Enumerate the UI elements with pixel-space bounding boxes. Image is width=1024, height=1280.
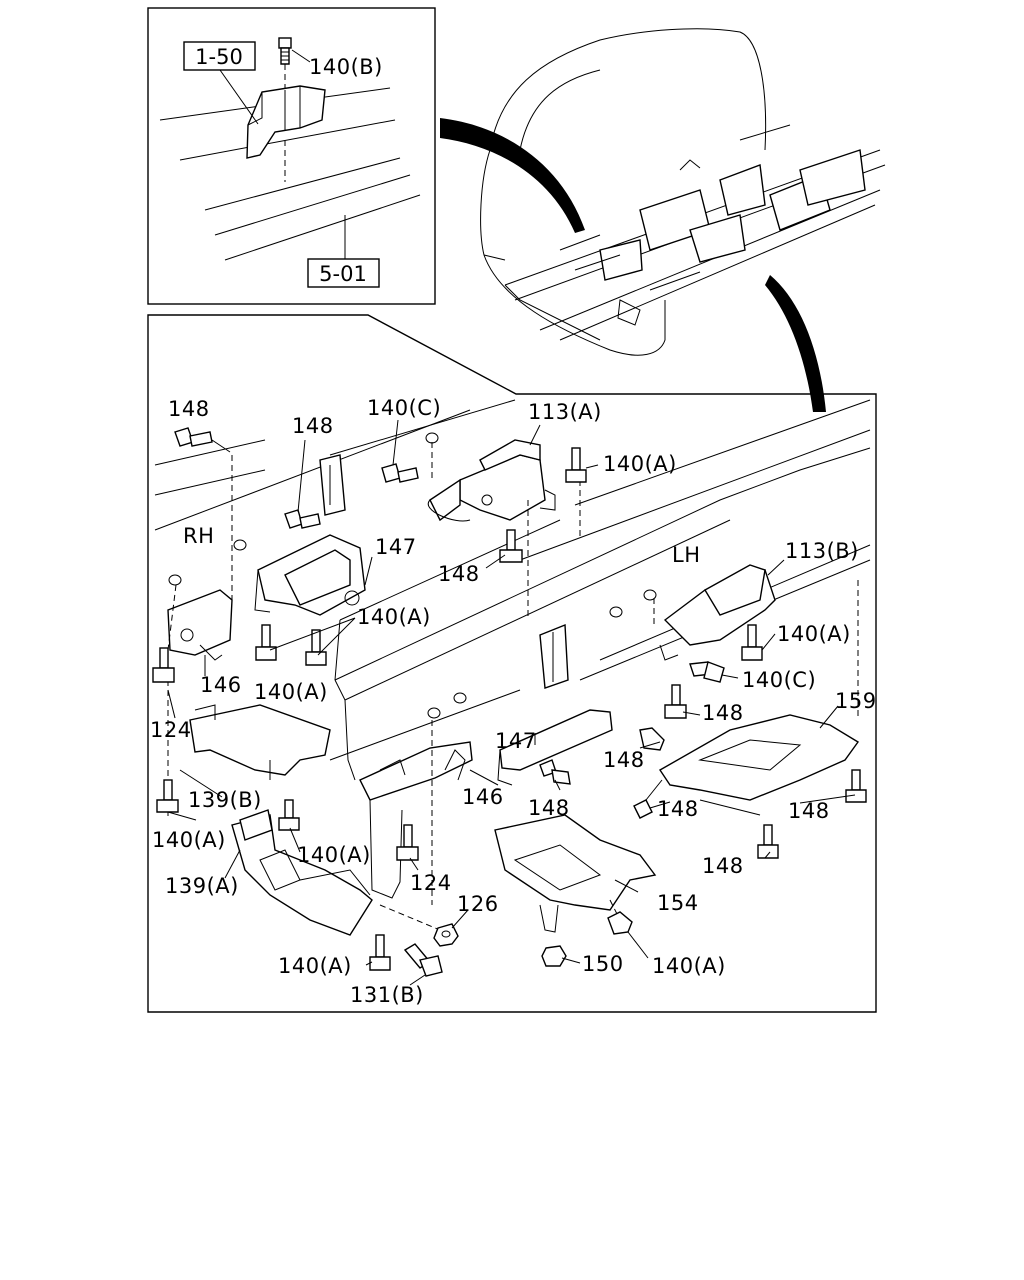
leader-lines (167, 419, 856, 986)
part-147-rh[interactable] (254, 534, 366, 616)
callout-140a-4: 140(A) (777, 622, 851, 646)
callout-126: 126 (457, 892, 499, 916)
callout-148-b: 148 (292, 414, 334, 438)
bolt-148-h[interactable] (845, 769, 867, 803)
bolt-148-g[interactable] (633, 779, 663, 819)
bolt-140a-8[interactable] (607, 911, 633, 935)
part-113a[interactable] (427, 439, 556, 522)
ref-box-5-01[interactable]: 5-01 (307, 258, 380, 288)
label-140b: 140(B) (309, 55, 383, 79)
bolt-140a-5[interactable] (156, 779, 179, 813)
arrow-to-main (765, 275, 826, 412)
callout-124-mid: 124 (410, 871, 452, 895)
plugs (168, 432, 657, 719)
main-panel: RH LH (147, 314, 877, 1013)
bracket-upper-mid (319, 454, 346, 516)
bolt-148-f[interactable] (639, 727, 665, 751)
part-146-rh[interactable] (167, 589, 233, 661)
nut-150[interactable] (541, 945, 567, 967)
part-154[interactable] (494, 814, 657, 933)
bolt-140a-3a[interactable] (255, 624, 277, 661)
bolt-140a-1[interactable] (565, 447, 587, 483)
part-139a[interactable] (231, 809, 373, 936)
callout-140a-5: 140(A) (152, 828, 226, 852)
callout-148-i: 148 (702, 854, 744, 878)
ref-5-01-text: 5-01 (319, 262, 367, 286)
bolt-140a-4[interactable] (741, 624, 763, 661)
callout-113a: 113(A) (528, 400, 602, 424)
callout-131b: 131(B) (350, 983, 424, 1007)
vehicle-overview (440, 28, 886, 412)
callout-124-left: 124 (150, 718, 192, 742)
bolt-124-mid[interactable] (396, 824, 419, 861)
bolt-140c-top[interactable] (381, 463, 419, 483)
callout-148-g: 148 (657, 797, 699, 821)
bracket-lh-vertical (539, 623, 569, 689)
callout-147-top: 147 (375, 535, 417, 559)
callout-140a-7: 140(A) (278, 954, 352, 978)
callout-159: 159 (835, 689, 877, 713)
bolt-148-i[interactable] (757, 824, 779, 859)
callout-154: 154 (657, 891, 699, 915)
part-139b[interactable] (189, 704, 331, 780)
label-rh: RH (183, 524, 214, 548)
callout-148-e: 148 (603, 748, 645, 772)
ref-1-50-text: 1-50 (195, 45, 243, 69)
bolt-131b[interactable] (403, 943, 443, 977)
callout-140a-1: 140(A) (603, 452, 677, 476)
callout-150: 150 (582, 952, 624, 976)
callout-146-mid: 146 (462, 785, 504, 809)
bolt-148-b[interactable] (284, 509, 321, 529)
bolts (152, 427, 867, 977)
callout-113b: 113(B) (785, 539, 859, 563)
bolt-124-left[interactable] (152, 647, 175, 683)
callout-140c-right: 140(C) (742, 668, 816, 692)
bolt-148-a[interactable] (174, 427, 213, 447)
callout-140a-3: 140(A) (254, 680, 328, 704)
part-147-mid[interactable] (497, 709, 613, 786)
callout-140a-2: 140(A) (357, 605, 431, 629)
bolt-140a-3b[interactable] (305, 629, 327, 666)
bolt-140a-6[interactable] (278, 799, 300, 831)
callout-139a: 139(A) (165, 874, 239, 898)
callout-147-mid: 147 (495, 729, 537, 753)
callout-148-c: 148 (438, 562, 480, 586)
bolt-148-d[interactable] (664, 684, 687, 719)
inset-panel: 1-50 5-01 140(B) (147, 7, 436, 305)
callout-140c-top: 140(C) (367, 396, 441, 420)
callout-148-h: 148 (788, 799, 830, 823)
callout-139b: 139(B) (188, 788, 262, 812)
callout-140a-8: 140(A) (652, 954, 726, 978)
ref-box-1-50[interactable]: 1-50 (183, 41, 256, 71)
inset-bolt-140b (278, 37, 292, 182)
part-159[interactable] (659, 714, 860, 816)
bolt-140a-7[interactable] (369, 934, 391, 971)
nut-126[interactable] (433, 923, 459, 947)
callout-148-d: 148 (702, 701, 744, 725)
callout-148-a: 148 (168, 397, 210, 421)
arrow-to-inset (440, 118, 585, 233)
callout-148-f: 148 (528, 796, 570, 820)
callout-146-left: 146 (200, 673, 242, 697)
callout-labels: 148 148 140(C) 113(A) 140(A) 147 148 140… (150, 396, 877, 1007)
bolt-140c-right[interactable] (689, 661, 725, 683)
callout-140a-6: 140(A) (297, 843, 371, 867)
bolt-148-e[interactable] (539, 759, 571, 785)
label-lh: LH (672, 543, 701, 567)
part-113b[interactable] (659, 564, 776, 661)
inset-bracket (246, 85, 326, 159)
